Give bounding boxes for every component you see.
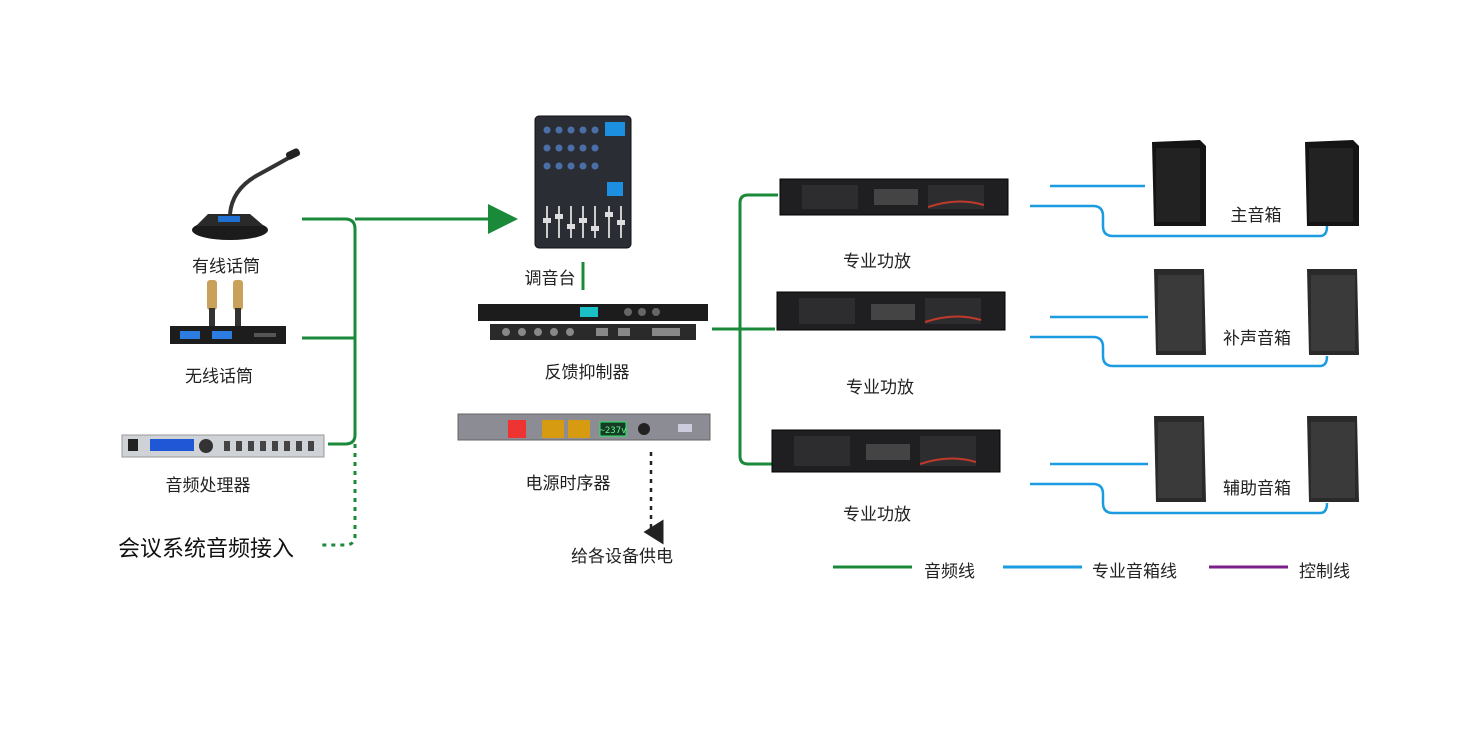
conference-dashed-line: [318, 444, 357, 547]
fill-speaker-left: [1154, 269, 1206, 355]
amp-2-device: [776, 291, 1006, 331]
main-speaker-label: 主音箱: [1230, 206, 1282, 226]
main-speaker-left: [1152, 140, 1206, 226]
legend-speaker-label: 专业音箱线: [1092, 562, 1177, 582]
aux-speaker-label: 辅助音箱: [1223, 479, 1291, 499]
audio-lines-amps: [712, 193, 778, 466]
audio-lines-input: [302, 204, 518, 547]
main-speaker-right: [1305, 140, 1359, 226]
wireless-mic-label: 无线话筒: [185, 367, 253, 387]
feedback-suppressor-device: [478, 304, 708, 340]
wired-mic-device: [192, 148, 301, 240]
feedback-suppressor-label: 反馈抑制器: [544, 363, 630, 383]
audio-processor-label: 音频处理器: [165, 476, 251, 496]
power-sequencer-label: 电源时序器: [525, 474, 611, 494]
fill-speaker-label: 补声音箱: [1223, 329, 1291, 349]
amp-3-device: [771, 429, 1001, 473]
amp-2-label: 专业功放: [846, 378, 914, 398]
amp-1-label: 专业功放: [843, 252, 911, 272]
power-supply-label: 给各设备供电: [571, 547, 673, 567]
mixer-label: 调音台: [524, 269, 576, 289]
speaker-lines: [1030, 184, 1329, 515]
fill-speaker-right: [1307, 269, 1359, 355]
conference-input-label: 会议系统音频接入: [118, 537, 295, 562]
aux-speaker-right: [1307, 416, 1359, 502]
amp-1-device: [779, 178, 1009, 216]
wired-mic-line: [302, 217, 357, 446]
mixer-device: [534, 115, 632, 249]
legend-control-label: 控制线: [1299, 562, 1350, 582]
aux-speaker-left: [1154, 416, 1206, 502]
audio-processor-device: [121, 434, 325, 458]
wired-mic-label: 有线话筒: [192, 257, 260, 277]
legend-audio-label: 音频线: [924, 562, 975, 582]
sequencer-display: ~237v: [599, 426, 626, 436]
amp-3-label: 专业功放: [843, 505, 911, 525]
power-sequencer-device: ~237v: [457, 413, 711, 441]
wireless-mic-device: [170, 280, 286, 344]
